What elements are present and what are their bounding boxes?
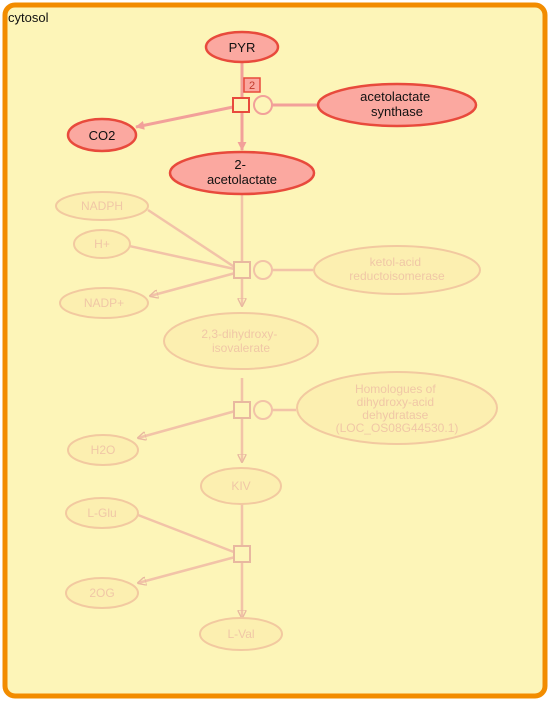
reaction-2[interactable]	[233, 260, 273, 280]
node-nadph[interactable]: NADPH	[55, 191, 149, 221]
node-2-acetolactate[interactable]: 2- acetolactate	[168, 150, 316, 196]
faded-nodes: NADPH H+ NADP+ ketol-acid reductoisomera…	[55, 191, 498, 651]
node-acetolactate-synthase[interactable]: acetolactate synthase	[316, 82, 478, 128]
svg-text:2- acetolactate: 2- acetolactate	[207, 157, 277, 187]
svg-text:NADP+: NADP+	[84, 296, 124, 310]
node-h-plus[interactable]: H+	[73, 229, 131, 259]
node-l-val[interactable]: L-Val	[199, 617, 283, 651]
node-pyr[interactable]: PYR	[204, 30, 280, 64]
svg-text:KIV: KIV	[231, 479, 250, 493]
svg-text:acetolactate synthase: acetolactate synthase	[360, 89, 434, 119]
faded-edges	[119, 194, 313, 618]
node-l-glu[interactable]: L-Glu	[65, 497, 139, 529]
svg-text:H2O: H2O	[91, 443, 116, 457]
reaction-1-badge-label: 2	[249, 80, 255, 92]
svg-text:2OG: 2OG	[89, 586, 114, 600]
reaction-4[interactable]	[233, 545, 251, 563]
compartment-label: cytosol	[8, 10, 49, 25]
svg-text:ketol-acid reductoisom: ketol-acid reductoisomerase	[349, 255, 445, 283]
reaction-3[interactable]	[233, 400, 273, 420]
node-kiv[interactable]: KIV	[200, 467, 282, 505]
reaction-1-process	[232, 97, 250, 113]
edge-reaction-to-co2	[135, 104, 239, 130]
svg-text:2,3-dihydroxy- isovale: 2,3-dihydroxy- isovalerate	[201, 327, 280, 355]
svg-text:L-Val: L-Val	[227, 627, 254, 641]
svg-text:Homologues of dihydrox: Homologues of dihydroxy-acid dehydratase…	[336, 382, 459, 435]
svg-text:CO2: CO2	[89, 128, 116, 143]
svg-text:L-Glu: L-Glu	[87, 506, 116, 520]
svg-text:PYR: PYR	[229, 40, 256, 55]
reaction-1-catalysis-port	[253, 95, 273, 115]
node-nadp-plus[interactable]: NADP+	[59, 287, 149, 319]
node-dihydroxy-acid-dehydratase[interactable]: Homologues of dihydroxy-acid dehydratase…	[296, 371, 498, 445]
reaction-1-badge	[243, 77, 261, 93]
active-edges	[135, 62, 318, 151]
node-ketol-acid-reductoisomerase[interactable]: ketol-acid reductoisomerase	[313, 245, 481, 295]
svg-text:H+: H+	[94, 237, 110, 251]
svg-text:NADPH: NADPH	[81, 199, 123, 213]
node-dihydroxy-isovalerate[interactable]: 2,3-dihydroxy- isovalerate	[163, 312, 319, 370]
reaction-1[interactable]: 2	[232, 77, 273, 115]
node-co2[interactable]: CO2	[66, 117, 138, 153]
node-h2o[interactable]: H2O	[67, 434, 139, 466]
node-2og[interactable]: 2OG	[65, 577, 139, 609]
